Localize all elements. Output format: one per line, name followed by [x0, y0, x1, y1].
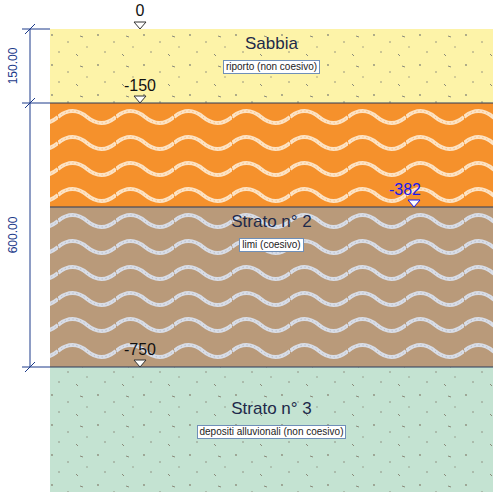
soil-type-tag: limi (coesivo)	[239, 238, 303, 252]
level-marker	[134, 22, 146, 367]
level-value: 0	[136, 3, 145, 19]
water-level-value: -382	[389, 182, 421, 198]
layer-name: Strato n° 2	[231, 213, 312, 232]
soil-layer-band: Strato n° 3 depositi alluvionali (non coe…	[50, 400, 493, 460]
silt-layer	[50, 207, 493, 367]
alluvial-layer	[50, 367, 493, 492]
silt-upper-layer	[50, 103, 493, 207]
soil-type-tag: riporto (non coesivo)	[223, 60, 320, 74]
layer-name: Sabbia	[245, 35, 298, 54]
level-value: -150	[124, 78, 156, 94]
soil-layer-band: Strato n° 2 limi (coesivo)	[50, 213, 493, 273]
dimension-value: 600.00	[7, 216, 19, 255]
layer-name: Strato n° 3	[231, 400, 312, 419]
dimension-value: 150.00	[7, 47, 19, 86]
soil-type-tag: depositi alluvionali (non coesivo)	[197, 425, 347, 439]
level-value: -750	[124, 342, 156, 358]
dimension-line	[22, 24, 50, 372]
sand-layer	[50, 29, 493, 103]
water-level-marker	[408, 200, 420, 207]
soil-layer-band: Sabbia riporto (non coesivo)	[50, 35, 493, 97]
